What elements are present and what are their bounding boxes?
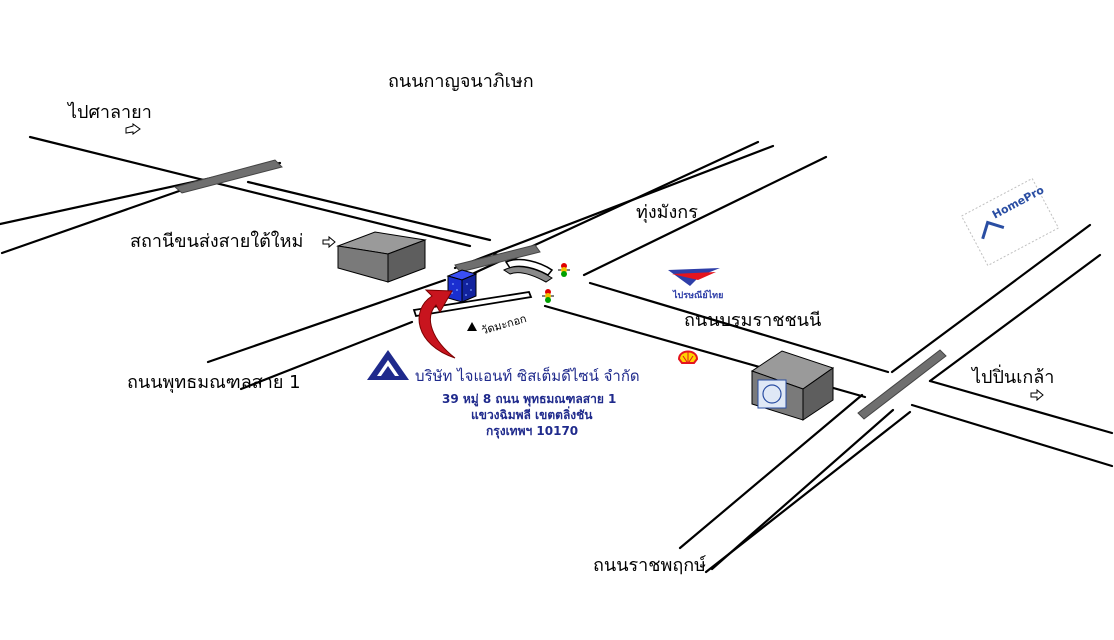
- kanchanaphisek-road-edge-top: [28, 135, 472, 248]
- direction-arrow-icon: [1030, 388, 1044, 402]
- bus-terminal-building: [336, 231, 427, 283]
- company-logo-icon: [367, 350, 409, 380]
- post-office-logo-label: ไปรษณีย์ไทย: [673, 291, 724, 301]
- wat-makok-marker-icon: [467, 322, 477, 331]
- phutthamonthon-road-edge-bottom: [239, 320, 414, 391]
- kanchanaphisek-road-edge-3: [246, 180, 492, 242]
- borommaratchachonnani-road-label: ถนนบรมราชชนนี: [684, 310, 822, 331]
- direction-arrow-icon: [322, 235, 336, 249]
- ratchaphruek-road-label: ถนนราชพฤกษ์: [593, 555, 707, 576]
- overpass-kanchanaphisek: [173, 159, 283, 194]
- borom-right-building: [750, 350, 835, 421]
- ratchaphruek-road-edge-left: [678, 393, 864, 550]
- traffic-light-icon: [542, 289, 554, 303]
- kanchanaphisek-road-edge-2: [0, 188, 184, 255]
- company-address-line3: กรุงเทพฯ 10170: [486, 424, 579, 438]
- borom-road-edge-right-top: [928, 379, 1114, 435]
- building-emblem-icon: [757, 379, 787, 409]
- overpass-near-junction: [454, 244, 541, 273]
- ratchaphruek-road-edge-right-lower: [704, 410, 912, 574]
- target-company-building: [446, 269, 478, 303]
- to-pinklao-label: ไปปิ่นเกล้า: [972, 367, 1055, 388]
- kanchanaphisek-road-label: ถนนกาญจนาภิเษก: [388, 71, 534, 92]
- thung-mangkon-road-edge-1: [453, 144, 775, 270]
- phutthamonthon-sai1-road-label: ถนนพุทธมณฑลสาย 1: [127, 372, 301, 393]
- company-address-line1: 39 หมู่ 8 ถนน พุทธมณฑลสาย 1: [442, 392, 617, 406]
- soi-wat-makok-road: [412, 290, 533, 318]
- company-address-line2: แขวงฉิมพลี เขตตลิ่งชัน: [471, 408, 593, 422]
- homepro-logo-icon: [960, 177, 1060, 267]
- phutthamonthon-road-edge-top: [206, 278, 447, 364]
- red-curved-arrow-icon: [418, 289, 456, 359]
- thung-mangkon-label: ทุ่งมังกร: [636, 202, 698, 223]
- direction-arrow-icon: [125, 123, 141, 135]
- shell-logo-icon: [677, 350, 699, 364]
- flyover-ramp-2: [503, 266, 553, 283]
- post-office-logo-icon: [668, 268, 720, 286]
- southern-bus-terminal-label: สถานีขนส่งสายใต้ใหม่: [130, 231, 304, 252]
- borom-road-edge-right-bottom: [910, 403, 1114, 468]
- to-salaya-label: ไปศาลายา: [68, 102, 152, 123]
- borom-road-edge-top: [588, 281, 890, 374]
- traffic-light-icon: [558, 263, 570, 277]
- company-name: บริษัท ไจแอนท์ ซิสเต็มดีไซน์ จำกัด: [415, 367, 640, 385]
- overpass-borom: [857, 349, 947, 420]
- pinklao-upper-road-edge-2: [928, 253, 1102, 383]
- pinklao-upper-road-edge-1: [890, 223, 1092, 374]
- thung-mangkon-road-edge-3: [582, 155, 828, 277]
